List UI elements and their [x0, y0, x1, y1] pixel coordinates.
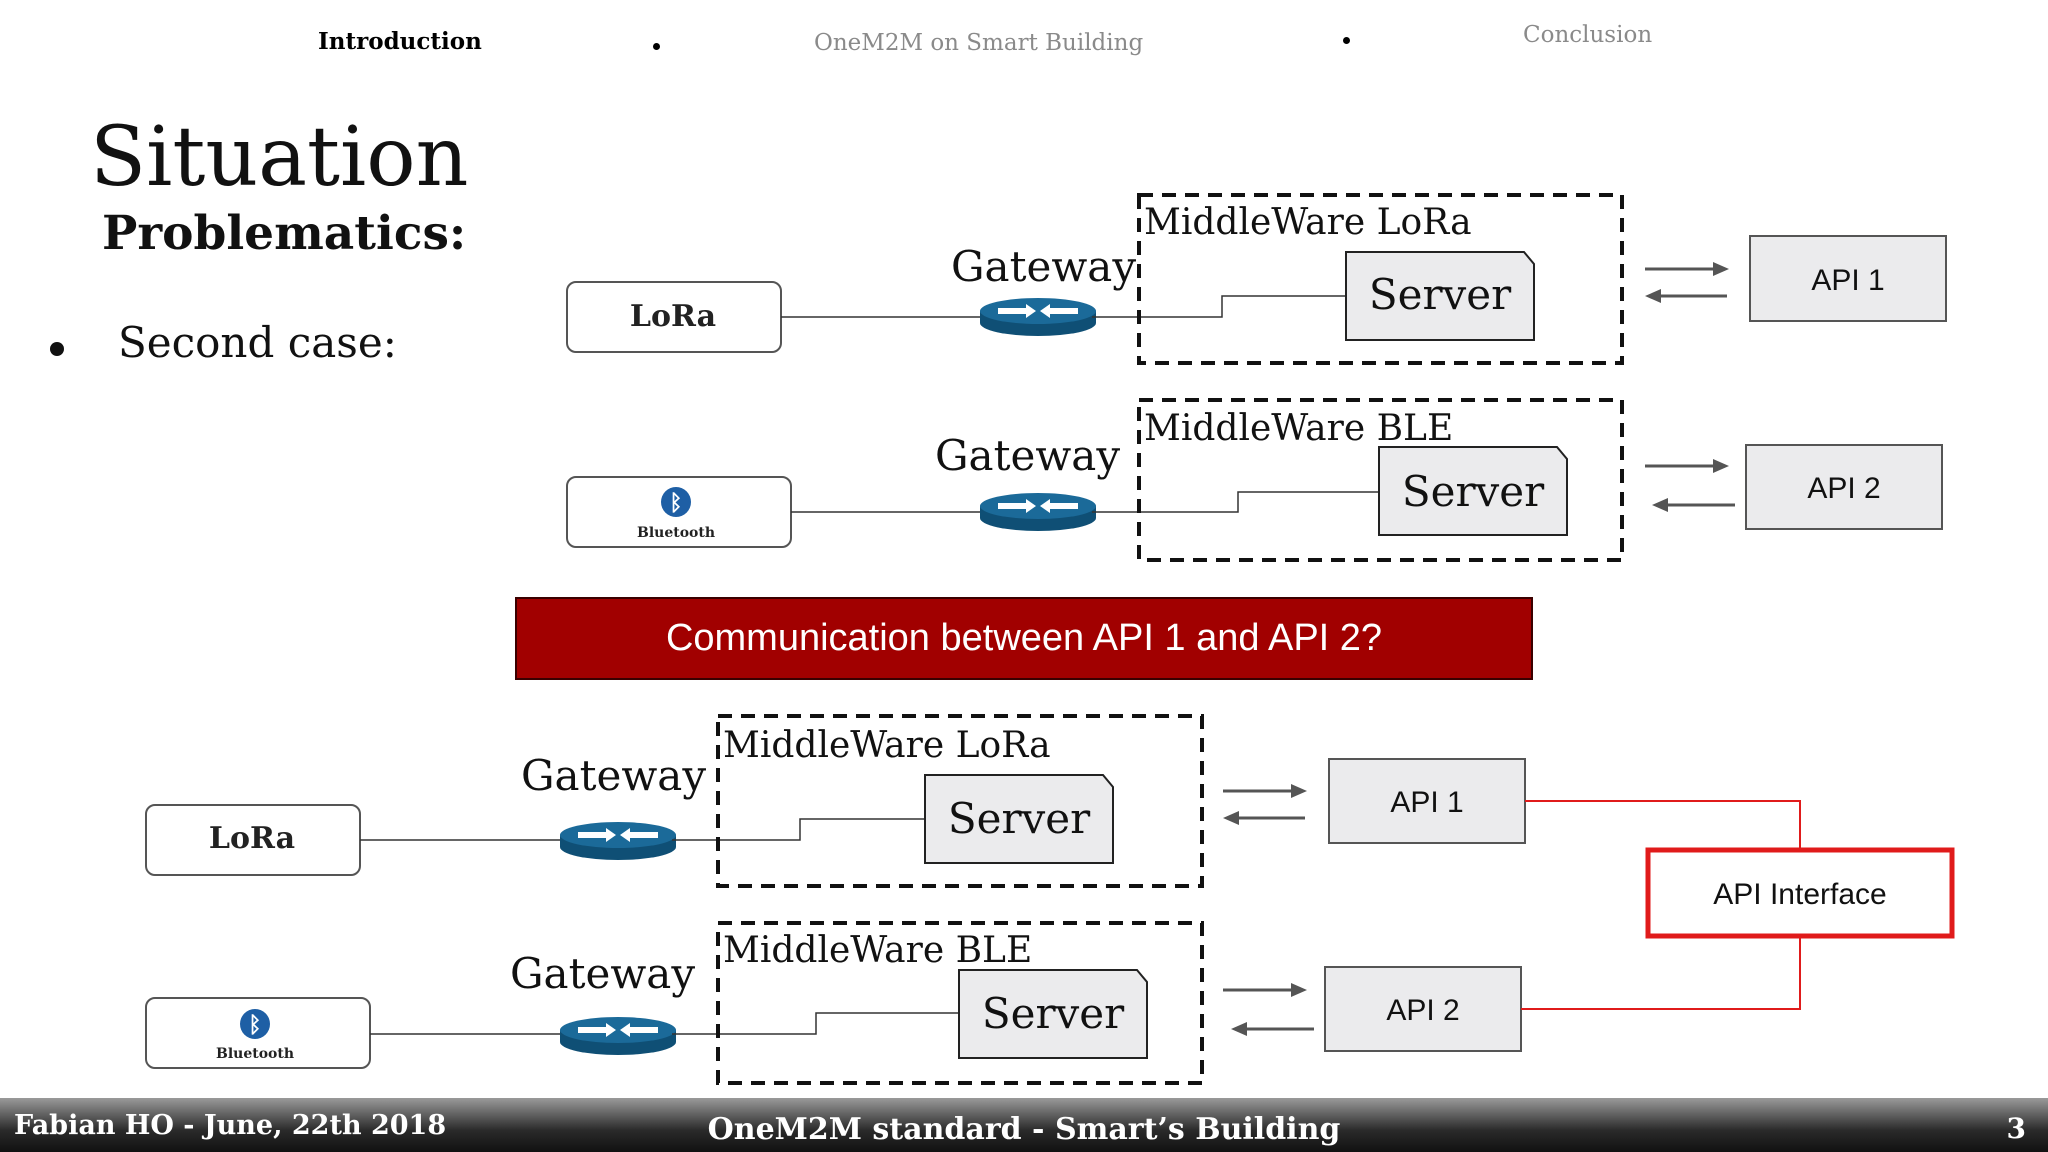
middleware-ble-label: MiddleWare BLE: [1144, 408, 1453, 449]
footer-author-date: Fabian HO - June, 22th 2018: [14, 1110, 447, 1141]
lora-logo: LoRa: [209, 821, 295, 856]
server-label: Server: [948, 794, 1091, 843]
router-icon: [980, 493, 1096, 531]
nav-separator: [653, 43, 660, 50]
lora-logo: LoRa: [630, 299, 716, 334]
bluetooth-device-top: ᛒ Bluetooth: [566, 476, 792, 548]
bluetooth-logo: Bluetooth: [216, 1046, 294, 1062]
bidirectional-arrow-icon: [1645, 262, 1729, 303]
bullet-icon: [50, 342, 64, 356]
server-label: Server: [982, 989, 1125, 1038]
footer-title: OneM2M standard - Smart’s Building: [707, 1112, 1341, 1147]
router-icon: [980, 298, 1096, 336]
svg-text:ᛒ: ᛒ: [669, 490, 682, 516]
api2-label: API 2: [1807, 472, 1880, 505]
api1-label: API 1: [1390, 786, 1463, 819]
svg-text:ᛒ: ᛒ: [248, 1012, 261, 1038]
bluetooth-icon: [661, 487, 691, 517]
nav-conclusion[interactable]: Conclusion: [1523, 22, 1653, 48]
middleware-ble-label: MiddleWare BLE: [723, 930, 1032, 971]
gateway-label: Gateway: [521, 751, 706, 800]
bluetooth-logo: Bluetooth: [637, 525, 715, 541]
bidirectional-arrow-icon: [1223, 983, 1314, 1036]
nav-onem2m-smart-building[interactable]: OneM2M on Smart Building: [814, 30, 1144, 56]
bluetooth-device-bottom: ᛒ Bluetooth: [145, 997, 371, 1069]
footer: Fabian HO - June, 22th 2018 OneM2M stand…: [0, 1098, 2048, 1152]
page-number: 3: [2006, 1112, 2026, 1145]
bluetooth-icon: [240, 1009, 270, 1039]
nav-separator: [1343, 37, 1350, 44]
router-icon: [560, 1017, 676, 1055]
question-text: Communication between API 1 and API 2?: [665, 617, 1383, 659]
gateway-label: Gateway: [935, 431, 1120, 480]
api2-label: API 2: [1386, 994, 1459, 1027]
api-interface-label: API Interface: [1713, 878, 1886, 911]
lora-device-top: LoRa: [566, 281, 782, 353]
middleware-lora-label: MiddleWare LoRa: [723, 725, 1051, 766]
bidirectional-arrow-icon: [1223, 784, 1307, 825]
nav-introduction[interactable]: Introduction: [318, 28, 482, 55]
server-label: Server: [1369, 270, 1512, 319]
slide-subtitle: Problematics:: [102, 206, 467, 261]
api-interface-box: [1645, 847, 1955, 939]
slide-title: Situation: [90, 110, 469, 205]
gateway-label: Gateway: [510, 949, 695, 998]
api1-label: API 1: [1811, 264, 1884, 297]
bullet-text: Second case:: [118, 318, 397, 367]
gateway-label: Gateway: [951, 242, 1136, 291]
server-label: Server: [1402, 467, 1545, 516]
middleware-lora-label: MiddleWare LoRa: [1144, 202, 1472, 243]
router-icon: [560, 822, 676, 860]
question-banner: Communication between API 1 and API 2?: [515, 597, 1533, 680]
bidirectional-arrow-icon: [1645, 459, 1735, 512]
lora-device-bottom: LoRa: [145, 804, 361, 876]
